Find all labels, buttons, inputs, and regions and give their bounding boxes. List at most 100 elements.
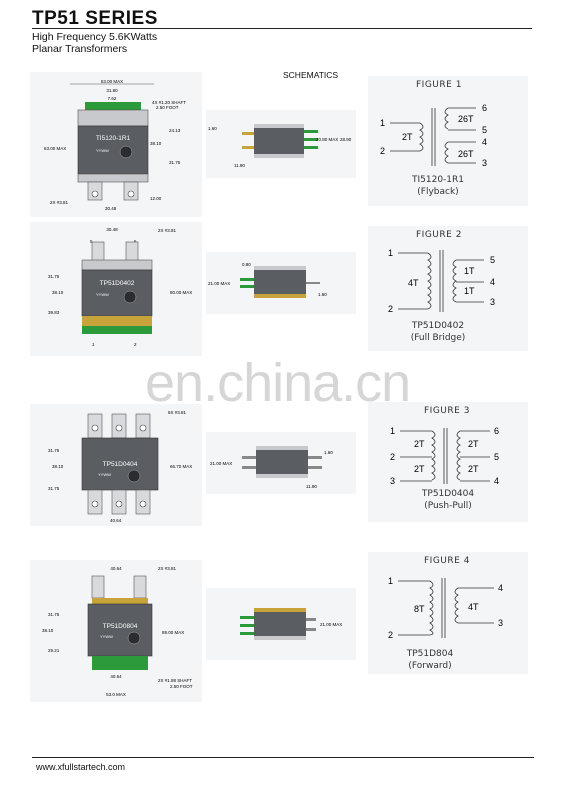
- row3-dim-bottom-w: 40.64: [110, 518, 122, 523]
- row4-side-dim-a: 21.00 MAX: [320, 622, 342, 627]
- row1-dim-pitch: 7.62: [108, 96, 117, 101]
- fig3-turns-secondary-2: 2T: [468, 464, 479, 474]
- row2-dim-h2: 38.10: [52, 290, 64, 295]
- fig2-turns-primary: 4T: [408, 278, 419, 288]
- row1-dim-hole: 2X #3.81: [50, 200, 69, 205]
- row1-side-dim-b: 20.80 MAX: [316, 137, 338, 142]
- fig1-pin-5: 5: [482, 125, 487, 135]
- row1-dim-bottom-right: 12.00: [150, 196, 162, 201]
- figure-4-schematic: 1 2 8T 4T 4 3: [388, 576, 503, 640]
- figure-3-schematic: 1 2 3 2T 2T 2T 2T 6 5 4: [390, 426, 499, 486]
- row3-side-dim-a: 21.00 MAX: [210, 461, 232, 466]
- fig2-pin-3: 3: [490, 297, 495, 307]
- fig1-pin-6: 6: [482, 103, 487, 113]
- row2-pin-label-2: 2: [134, 342, 137, 347]
- row3-part-label: TP51D0404: [103, 461, 138, 468]
- row2-dim-h3: 39.83: [48, 310, 60, 315]
- fig1-turns-secondary-2: 26T: [458, 149, 474, 159]
- fig3-pin-5: 5: [494, 452, 499, 462]
- row2-side-dim-a: 0.80: [242, 262, 251, 267]
- row3-dim-h-max: 66.70 MAX: [170, 464, 192, 469]
- row1-dim-height-max: 63.00 MAX: [44, 146, 66, 151]
- row4-dim-h2: 38.10: [42, 628, 54, 633]
- row1-date-code: YYWW: [96, 148, 109, 153]
- row1-dim-shaft: 4X #1.20 SHAFT: [152, 100, 186, 105]
- row4-dim-h-max: 89.00 MAX: [162, 630, 184, 635]
- fig2-pin-1: 1: [388, 248, 393, 258]
- row4-dim-foot: 2.50 FOOT: [170, 684, 193, 689]
- fig3-pin-6: 6: [494, 426, 499, 436]
- header-rule: [32, 28, 532, 29]
- schematics-label: SCHEMATICS: [283, 70, 339, 80]
- row2-part-label: TP51D0402: [100, 280, 135, 287]
- fig1-turns-primary: 2T: [402, 132, 413, 142]
- footer-rule: [32, 757, 534, 758]
- footer-url[interactable]: www.xfullstartech.com: [36, 762, 126, 772]
- fig2-pin-2: 2: [388, 304, 393, 314]
- figure-4-title: FIGURE 4: [424, 556, 470, 566]
- fig3-pin-2: 2: [390, 452, 395, 462]
- row1-top-view-drawing: 53.00 MAX 31.80 7.62 4X #1.20 SHAFT 2.50…: [44, 79, 186, 211]
- figure-2-panel: FIGURE 2 1 2 4T 1T 1T 5 4 3 TP51D0402 (F…: [368, 226, 528, 351]
- row4-dim-shaft: 2X #1.88 SHAFT: [158, 678, 192, 683]
- fig4-pin-1: 1: [388, 576, 393, 586]
- figure-1-part: TI5120-1R1: [411, 175, 464, 185]
- row1-side-dim-a: 1.60: [208, 126, 217, 131]
- figure-1-title: FIGURE 1: [416, 80, 462, 90]
- row2-top-view: 30.48 2X #3.81 5 6 TP51D0402 YYWW 1 2 31…: [30, 222, 202, 356]
- row1-dim-bottom-w: 30.48: [105, 206, 117, 211]
- row1-dim-top-max: 53.00 MAX: [101, 79, 123, 84]
- row4-dim-bottom-w: 40.64: [110, 674, 122, 679]
- row3-dim-h1: 31.75: [48, 448, 60, 453]
- subtitle-line-1: High Frequency 5.6KWatts: [32, 31, 158, 43]
- row1-part-label: TI5120-1R1: [96, 135, 131, 142]
- fig2-turns-secondary-2: 1T: [464, 286, 475, 296]
- row1-side-dim-d: 28.90: [340, 137, 352, 142]
- fig1-pin-1: 1: [380, 118, 385, 128]
- fig2-pin-4: 4: [490, 277, 495, 287]
- row1-dim-top-inner: 31.80: [106, 88, 118, 93]
- row2-date-code: YYWW: [96, 292, 109, 297]
- row1-dim-h3: 38.10: [150, 141, 162, 146]
- fig3-turns-primary-2: 2T: [414, 464, 425, 474]
- row3-dim-h3: 31.75: [48, 486, 60, 491]
- row2-side-dim-b: 21.00 MAX: [208, 281, 230, 286]
- fig3-turns-secondary-1: 2T: [468, 439, 479, 449]
- figure-4-type: (Forward): [408, 661, 452, 671]
- row1-side-dim-c: 11.90: [234, 163, 245, 168]
- row4-dim-hole: 2X #3.81: [158, 566, 177, 571]
- row2-side-view: 0.80 21.00 MAX 1.60: [206, 252, 356, 314]
- row3-side-view: 21.00 MAX 1.60 11.90: [206, 432, 356, 494]
- fig1-turns-secondary-1: 26T: [458, 114, 474, 124]
- row1-side-view: 1.60 20.80 MAX 28.90 11.90: [206, 110, 356, 178]
- row1-dim-h2: 31.75: [169, 160, 181, 165]
- row2-side-dim-c: 1.60: [318, 292, 327, 297]
- row1-dim-h1: 24.13: [169, 128, 181, 133]
- row4-date-code: YYWW: [100, 634, 113, 639]
- row4-dim-top-w: 40.64: [110, 566, 122, 571]
- figure-2-type: (Full Bridge): [410, 333, 466, 343]
- figure-1-panel: FIGURE 1 1 2 2T 26T 26T 6 5 4 3 TI5120-1…: [368, 76, 528, 206]
- row4-dim-h1: 31.75: [48, 612, 60, 617]
- row2-dim-h1: 31.75: [48, 274, 60, 279]
- page-title: TP51 SERIES: [32, 8, 158, 29]
- row4-dim-overall: 53.0 MAX: [106, 692, 126, 697]
- row3-side-dim-b: 1.60: [324, 450, 333, 455]
- row2-dim-top-w: 30.48: [106, 227, 118, 232]
- figure-3-panel: FIGURE 3 1 2 3 2T 2T 2T 2T 6 5 4 TP51D04…: [368, 402, 528, 522]
- fig4-pin-2: 2: [388, 630, 393, 640]
- fig1-pin-2: 2: [380, 146, 385, 156]
- figure-4-part: TP51D804: [406, 649, 454, 659]
- row3-date-code: YYWW: [98, 472, 111, 477]
- fig4-turns-secondary: 4T: [468, 602, 479, 612]
- figure-3-part: TP51D0404: [421, 489, 475, 499]
- row3-dim-hole: 6X #3.81: [168, 410, 187, 415]
- figure-2-part: TP51D0402: [411, 321, 465, 331]
- figure-1-schematic: 1 2 2T 26T 26T 6 5 4 3: [380, 103, 487, 168]
- fig1-pin-4: 4: [482, 137, 487, 147]
- figure-3-title: FIGURE 3: [424, 406, 470, 416]
- row1-top-view: 53.00 MAX 31.80 7.62 4X #1.20 SHAFT 2.50…: [30, 72, 202, 217]
- row2-pin-label-1: 1: [92, 342, 95, 347]
- figure-2-title: FIGURE 2: [416, 230, 462, 240]
- row2-pin-label-6: 6: [134, 239, 137, 244]
